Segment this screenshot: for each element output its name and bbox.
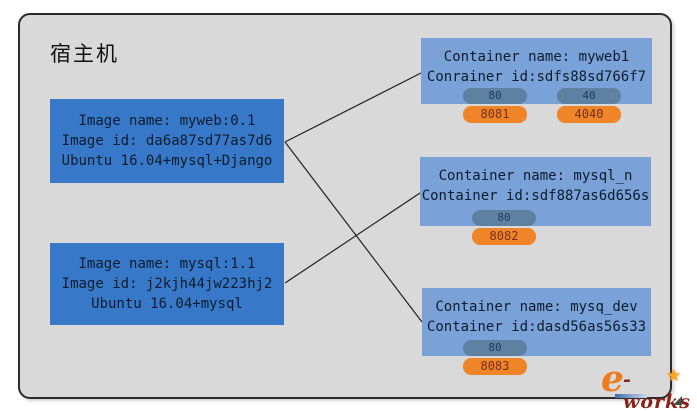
- image-box-myweb: Image name: myweb:0.1 Image id: da6a87sd…: [50, 99, 284, 183]
- container-port-badge: 40: [557, 88, 621, 104]
- eworks-e-glyph: e: [601, 358, 624, 400]
- container-port-badge: 80: [463, 340, 527, 356]
- container-box-mysq_dev: Container name: mysq_dev Container id:da…: [422, 288, 651, 375]
- image-name: Image name: mysql:1.1: [78, 256, 256, 272]
- image-name: Image name: myweb:0.1: [78, 113, 256, 129]
- eworks-watermark-logo: e -works ★: [597, 358, 695, 411]
- port-mapping: 40 4040: [557, 88, 621, 123]
- container-id: Container id:sdf887as6d656s: [421, 188, 650, 204]
- host-port-badge: 8081: [463, 106, 527, 123]
- host-port-badge: 4040: [557, 106, 621, 123]
- star-icon: ★: [666, 366, 682, 386]
- container-port-badge: 80: [463, 88, 527, 104]
- container-id: Container id:dasd56as56s33: [426, 319, 647, 335]
- eworks-blue-bar: [615, 394, 647, 398]
- container-box-myweb1: Container name: myweb1 Conrainer id:sdfs…: [421, 38, 652, 123]
- image-box-mysql: Image name: mysql:1.1 Image id: j2kjh44j…: [50, 243, 284, 325]
- container-port-badge: 80: [472, 210, 536, 226]
- host-port-badge: 8083: [463, 358, 527, 375]
- container-box-mysql_n: Container name: mysql_n Container id:sdf…: [420, 157, 651, 245]
- port-mapping: 80 8081: [463, 88, 527, 123]
- host-port-badge: 8082: [472, 228, 536, 245]
- port-mapping: 80 8083: [463, 340, 527, 375]
- cursor-arrow-icon: [673, 396, 682, 405]
- image-os: Ubuntu 16.04+mysql: [91, 296, 243, 312]
- eworks-text: -works: [623, 369, 691, 411]
- image-id: Image id: j2kjh44jw223hj2: [61, 276, 273, 292]
- container-id: Conrainer id:sdfs88sd766f7: [426, 69, 647, 85]
- port-mapping: 80 8082: [472, 210, 536, 245]
- container-name: Container name: mysql_n: [438, 168, 633, 184]
- host-machine-title: 宿主机: [50, 42, 119, 66]
- image-os: Ubuntu 16.04+mysql+Django: [61, 153, 273, 169]
- container-name: Container name: mysq_dev: [435, 299, 638, 315]
- container-name: Container name: myweb1: [443, 49, 630, 65]
- image-id: Image id: da6a87sd77as7d6: [61, 133, 273, 149]
